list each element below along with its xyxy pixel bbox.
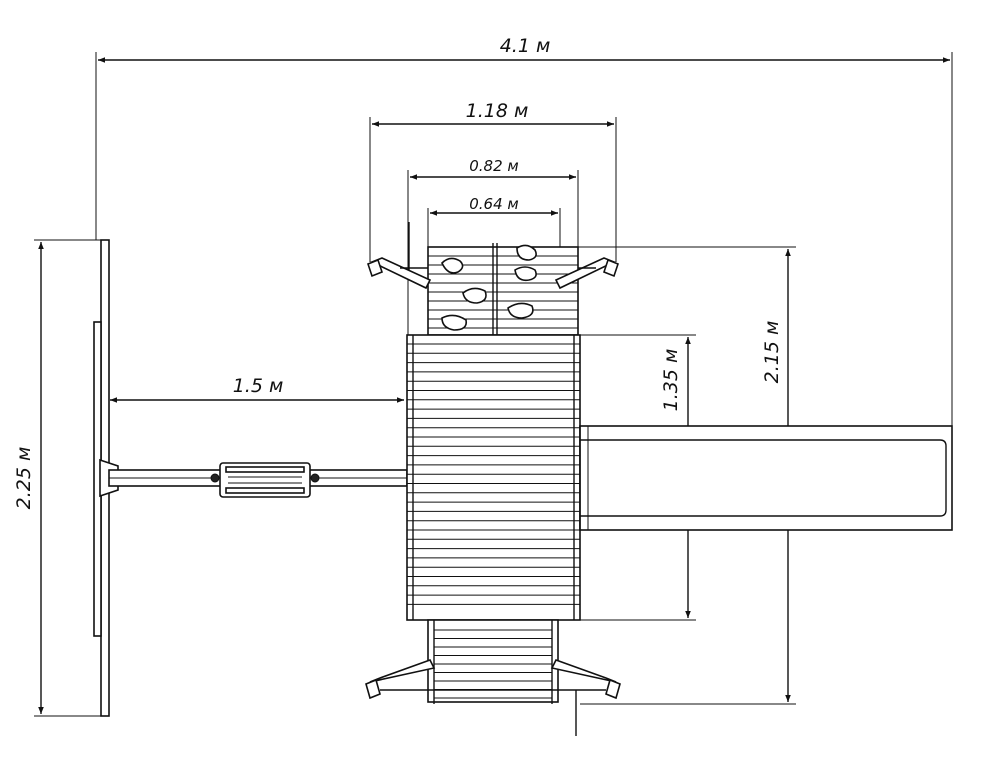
ladder-steps [365, 619, 621, 736]
dimension-climb-width: 0.64 м [427, 195, 561, 247]
slide [579, 425, 953, 531]
dimension-label-swing-frame: 2.25 м [13, 447, 35, 510]
dimension-platform-depth: 1.35 м [580, 334, 696, 621]
dimension-swing-arm: 1.5 м [110, 375, 404, 403]
swing-seat [210, 462, 320, 498]
dimension-label-swing-arm: 1.5 м [233, 375, 284, 397]
dimension-label-platform-depth: 1.35 м [660, 349, 682, 412]
climbing-hold-icon [514, 266, 537, 282]
climbing-wall [367, 222, 619, 336]
dimension-wall-width: 0.82 м [407, 157, 579, 335]
climbing-hold-icon [462, 287, 487, 304]
dimension-label-climb-width: 0.64 м [469, 195, 518, 213]
dimension-label-total-depth: 2.15 м [761, 321, 783, 384]
dimension-roof-width: 1.18 м [369, 100, 617, 262]
climbing-hold-icon [516, 244, 537, 261]
dimension-label-wall-width: 0.82 м [469, 157, 518, 175]
dimension-swing-frame: 2.25 м [13, 239, 106, 717]
dimension-label-total-length: 4.1 м [500, 35, 551, 57]
climbing-hold-icon [441, 257, 464, 274]
climbing-hold-icon [441, 314, 468, 331]
platform-deck [406, 334, 581, 621]
dimension-total-length: 4.1 м [95, 35, 953, 428]
climbing-hold-icon [507, 302, 534, 319]
dimension-label-roof-width: 1.18 м [466, 100, 529, 122]
